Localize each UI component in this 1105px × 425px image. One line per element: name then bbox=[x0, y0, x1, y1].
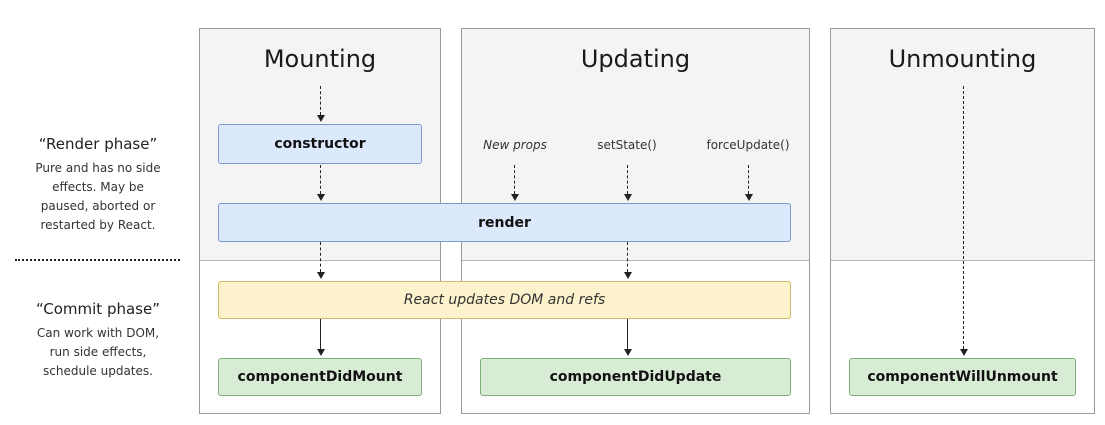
commit-phase-title: “Commit phase” bbox=[36, 300, 160, 318]
render-phase-title: “Render phase” bbox=[38, 135, 158, 153]
arrowhead-render-to-dom-update bbox=[624, 272, 632, 279]
constructor-box: constructor bbox=[218, 124, 422, 164]
arrowhead-constructor-to-render bbox=[317, 194, 325, 201]
arrowhead-force-update-to-render bbox=[745, 194, 753, 201]
react-updates-dom-box: React updates DOM and refs bbox=[218, 281, 791, 319]
arrow-constructor-to-render bbox=[320, 165, 321, 194]
updating-title: Updating bbox=[580, 45, 691, 73]
render-phase-description: Pure and has no side effects. May be pau… bbox=[35, 161, 161, 232]
trigger-set-state: setState() bbox=[597, 138, 657, 152]
arrowhead-set-state-to-render bbox=[624, 194, 632, 201]
trigger-new-props: New props bbox=[483, 138, 547, 152]
phase-separator bbox=[15, 259, 180, 261]
component-will-unmount-box: componentWillUnmount bbox=[849, 358, 1076, 396]
arrow-mounting-to-constructor bbox=[320, 86, 321, 115]
unmounting-render-phase-area bbox=[831, 29, 1094, 261]
arrow-force-update-to-render bbox=[748, 165, 749, 194]
mounting-title: Mounting bbox=[263, 45, 377, 73]
unmounting-column bbox=[830, 28, 1095, 414]
trigger-force-update: forceUpdate() bbox=[706, 138, 790, 152]
arrowhead-unmounting-to-will-unmount bbox=[960, 349, 968, 356]
arrow-new-props-to-render bbox=[514, 165, 515, 194]
arrow-unmounting-to-will-unmount bbox=[963, 86, 964, 349]
arrow-set-state-to-render bbox=[627, 165, 628, 194]
arrowhead-dom-to-did-mount bbox=[317, 349, 325, 356]
arrowhead-new-props-to-render bbox=[511, 194, 519, 201]
unmounting-title: Unmounting bbox=[888, 45, 1037, 73]
render-box: render bbox=[218, 203, 791, 242]
component-did-update-box: componentDidUpdate bbox=[480, 358, 791, 396]
arrow-dom-to-did-mount bbox=[320, 319, 321, 349]
component-did-mount-box: componentDidMount bbox=[218, 358, 422, 396]
arrow-dom-to-did-update bbox=[627, 319, 628, 349]
arrowhead-render-to-dom-mount bbox=[317, 272, 325, 279]
arrowhead-mounting-to-constructor bbox=[317, 115, 325, 122]
commit-phase-description: Can work with DOM, run side effects, sch… bbox=[36, 326, 160, 378]
arrowhead-dom-to-did-update bbox=[624, 349, 632, 356]
arrow-render-to-dom-update bbox=[627, 242, 628, 272]
arrow-render-to-dom-mount bbox=[320, 242, 321, 272]
